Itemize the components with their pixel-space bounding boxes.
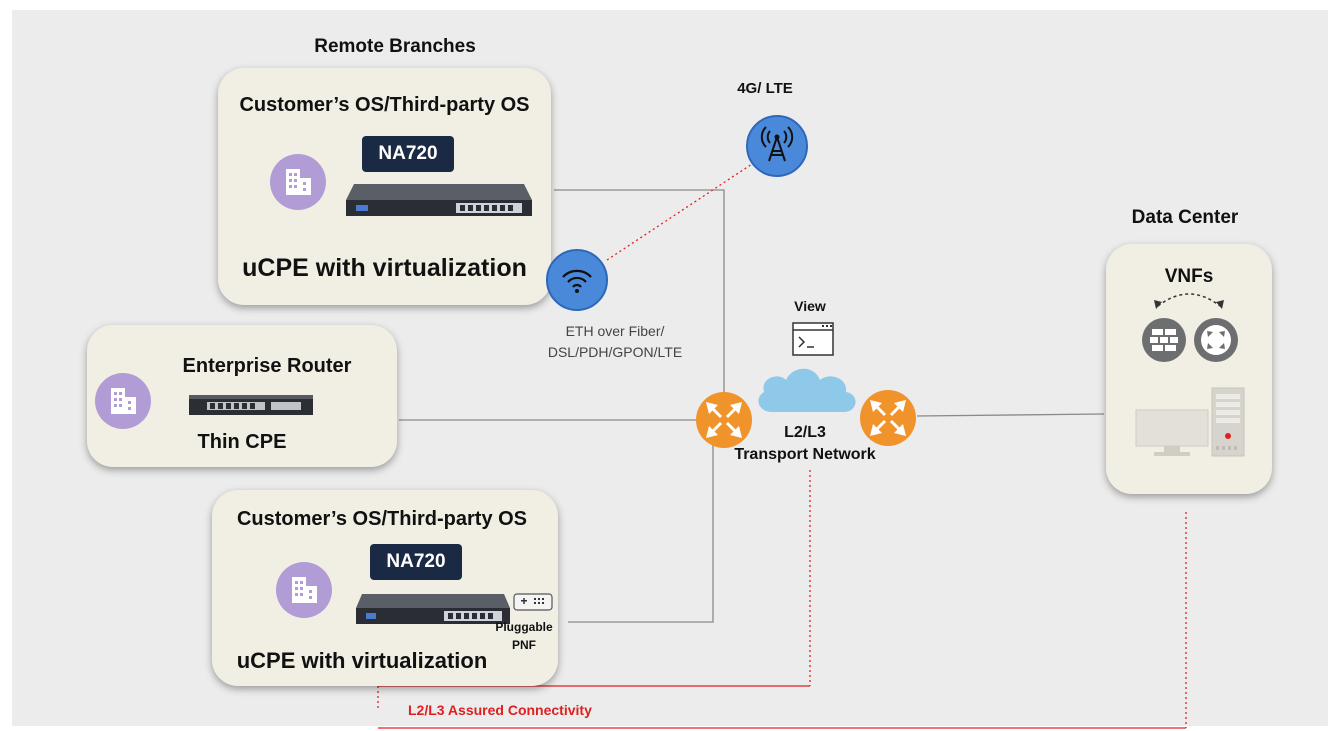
router-device-image <box>187 391 315 419</box>
link-lte-dotted <box>606 163 753 261</box>
top-caption: uCPE with virtualization <box>242 254 527 282</box>
tower-icon <box>746 115 808 177</box>
vnf-swap-arrow <box>1154 293 1224 309</box>
bottom-os-label: Customer’s OS/Third-party OS <box>236 508 528 530</box>
top-device-badge: NA720 <box>362 136 454 172</box>
terminal-icon <box>792 322 834 356</box>
building-icon <box>270 154 326 210</box>
server-icon <box>1134 386 1254 458</box>
access-label-line2: DSL/PDH/GPON/LTE <box>547 344 683 360</box>
router-icon-left <box>696 392 752 448</box>
bottom-caption: uCPE with virtualization <box>236 648 488 673</box>
building-icon <box>95 373 151 429</box>
firewall-icon <box>1142 318 1186 362</box>
lte-label: 4G/ LTE <box>737 80 793 97</box>
view-label: View <box>794 298 826 314</box>
enterprise-router-caption: Thin CPE <box>197 431 287 453</box>
network-label-line2: Transport Network <box>734 446 876 463</box>
bottom-branch-box: Customer’s OS/Third-party OS NA720 Plugg… <box>212 490 558 686</box>
pluggable-module-icon <box>513 593 553 611</box>
na720-device-image <box>348 588 514 632</box>
building-icon <box>276 562 332 618</box>
bottom-device-badge: NA720 <box>370 544 462 580</box>
pluggable-label: Pluggable PNF <box>495 620 553 652</box>
link-data-center <box>916 413 1105 417</box>
top-branch-box: Customer’s OS/Third-party OS NA720 uCPE … <box>218 68 551 305</box>
remote-branches-title: Remote Branches <box>314 36 476 57</box>
cloud-icon <box>752 360 862 416</box>
wifi-icon <box>546 249 608 311</box>
link-bottom-branch <box>568 436 714 623</box>
enterprise-router-title: Enterprise Router <box>182 355 352 377</box>
router-icon-right <box>860 390 916 446</box>
enterprise-router-box: Enterprise Router Thin CPE <box>87 325 397 467</box>
vnfs-label: VNFs <box>1164 266 1214 287</box>
data-center-title: Data Center <box>1131 207 1239 228</box>
link-top-branch <box>554 189 725 410</box>
assured-connectivity-label: L2/L3 Assured Connectivity <box>408 702 592 718</box>
na720-device-image <box>336 176 536 224</box>
vnf-router-icon <box>1194 318 1238 362</box>
network-label-line1: L2/L3 <box>784 424 826 441</box>
top-os-label: Customer’s OS/Third-party OS <box>239 94 530 116</box>
access-label-line1: ETH over Fiber/ <box>565 323 665 339</box>
data-center-box: VNFs <box>1106 244 1272 494</box>
